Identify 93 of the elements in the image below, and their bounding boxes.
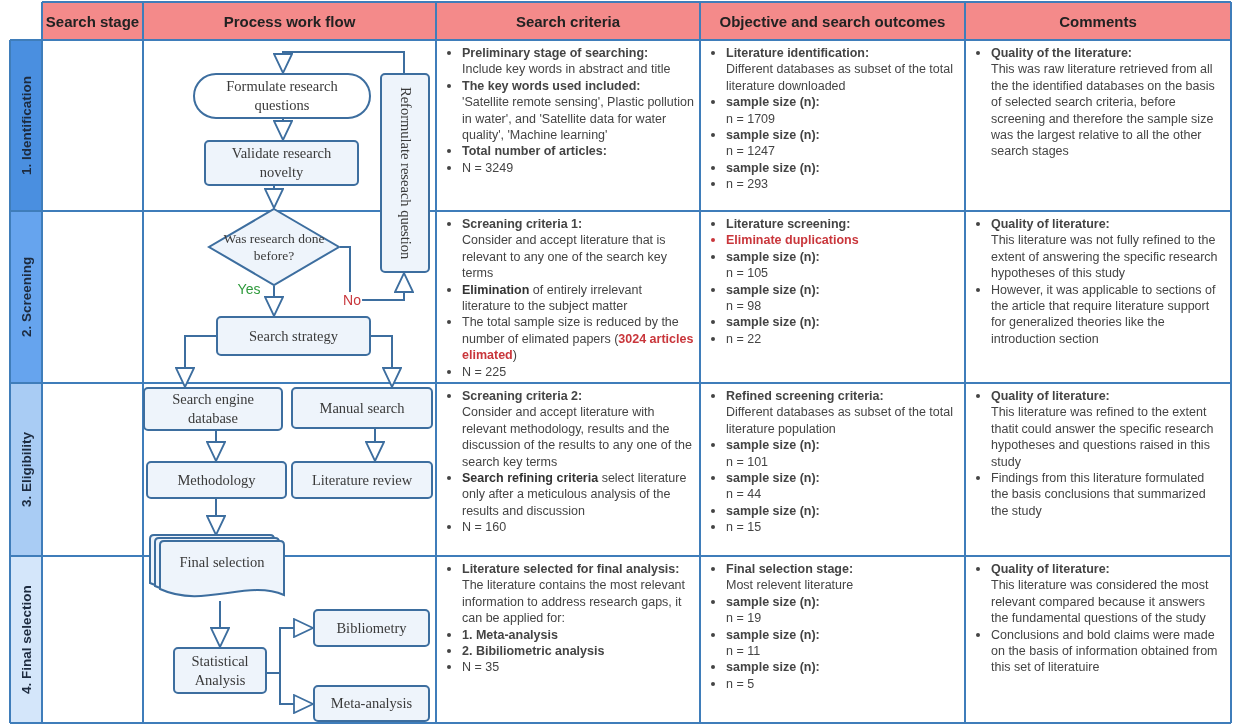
list-item: Search refining criteria select literature only after a meticulous analysis of the results and discussion (444, 470, 694, 520)
item-detail: This literature was considered the most relevant compared because it answers the fundamental questions of the study (990, 577, 1210, 627)
list-item: n = 22 (708, 330, 959, 348)
item-heading: sample size (n): (708, 94, 959, 111)
column-header: Process work flow (144, 3, 435, 39)
item-detail: n = 1709 (725, 110, 776, 128)
item-heading: sample size (n): (708, 314, 959, 331)
item-detail: n = 105 (725, 265, 770, 282)
item-heading: sample size (n): (708, 248, 959, 266)
arrow (266, 672, 314, 714)
stage-band: 1. Identification (11, 41, 41, 210)
arrow (206, 430, 226, 462)
item-heading: sample size (n): (708, 593, 959, 611)
process-box: Validate research novelty (204, 140, 359, 186)
item-heading: Screaning criteria 1: (444, 216, 694, 233)
item-detail: n = 44 (725, 486, 763, 503)
process-box: Manual search (291, 387, 433, 429)
column-header: Comments (966, 3, 1230, 39)
item-heading: sample size (n): (708, 437, 959, 454)
item-detail: This literature was not fully refined to the extent of answering the specific research hypotheses of this study (990, 232, 1219, 282)
edge-label: No (342, 292, 362, 308)
list-item: n = 5 (708, 675, 959, 693)
item-heading: 2. Bibiliometric analysis (444, 643, 694, 660)
item-detail: n = 101 (725, 453, 770, 471)
arrow (264, 185, 284, 209)
column-header: Search stage (43, 3, 142, 39)
item-heading: Screaning criteria 2: (444, 388, 694, 405)
stage-band: 4. Final selection (11, 557, 41, 722)
item-heading: Quality of the literature: (973, 45, 1225, 62)
stage-band: 2. Screening (11, 212, 41, 382)
list-item: N = 225 (444, 363, 694, 381)
item-detail: This literature was refined to the extent thatit could answer the specific research hypotheses and questions raised in this study (990, 404, 1215, 471)
item-heading: Quality of literature: (973, 216, 1225, 233)
item-heading: sample size (n): (708, 470, 959, 487)
item-heading: Quality of literature: (973, 388, 1225, 405)
item-detail: n = 11 (725, 643, 762, 660)
item-detail: Most relevent literature (725, 577, 855, 594)
process-box: Reformulate reseach question (380, 73, 430, 273)
item-heading: Preliminary stage of searching: (444, 45, 694, 62)
process-box: Meta-analysis (313, 685, 430, 722)
list-item: N = 35 (444, 659, 694, 676)
item-heading: Refined screening criteria: (708, 388, 959, 405)
arrow (365, 428, 385, 462)
item-heading: sample size (n): (708, 159, 959, 177)
list-item: Elimination of entirely irrelevant literature to the subject matter (444, 281, 694, 315)
list-item: Conclusions and bold claims were made on the basis of information obtained from this set of literatuire (973, 626, 1225, 676)
arrow (339, 246, 414, 301)
item-heading: sample size (n): (708, 127, 959, 144)
process-box: Bibliometry (313, 609, 430, 647)
arrow (264, 285, 284, 317)
item-heading: The key words used included: (444, 77, 694, 95)
arrow (206, 498, 226, 536)
edge-label: Yes (236, 281, 262, 297)
process-box: Literature review (291, 461, 433, 499)
item-detail: Include key words in abstract and title (461, 61, 672, 78)
item-heading: Literature identification: (708, 45, 959, 62)
item-heading: Quality of literature: (973, 561, 1225, 578)
item-heading: sample size (n): (708, 502, 959, 520)
column-header: Objective and search outcomes (701, 3, 964, 39)
item-heading: sample size (n): (708, 281, 959, 299)
item-detail: n = 19 (725, 610, 763, 627)
list-item: Findings from this literature formulated the basis conclusions that summarized the study (973, 470, 1225, 520)
arrow (273, 51, 405, 74)
item-heading: Final selection stage: (708, 561, 959, 578)
process-box: Statistical Analysis (173, 647, 267, 694)
item-detail: n = 98 (725, 298, 763, 315)
item-heading: Literature screening: (708, 216, 959, 233)
item-heading: Total number of articles: (444, 143, 694, 160)
list-item: N = 160 (444, 519, 694, 536)
arrow (210, 600, 230, 648)
column-header: Search criteria (437, 3, 699, 39)
item-detail: 'Satellite remote sensing', Plastic pollution in water', and 'Satellite data for water quality', 'Machine learning' (461, 94, 694, 144)
process-box: Search engine database (143, 387, 283, 431)
item-heading: sample size (n): (708, 659, 959, 676)
item-detail: n = 1247 (725, 143, 776, 160)
arrow (273, 118, 293, 141)
item-detail: The literature contains the most relevant information to address research gaps, it can be applied for: (461, 577, 687, 627)
list-item: The total sample size is reduced by the number of elimated papers (3024 articles elimated) (444, 314, 694, 364)
stage-band: 3. Eligibility (11, 384, 41, 555)
item-heading: Literature selected for final analysis: (444, 561, 694, 578)
item-detail: This was raw literature retrieved from all the the identified databases on the basis of selected search criteria, before screening and therefore the sample size was the largest relative to all the other search stages (990, 61, 1216, 160)
arrow (370, 335, 402, 388)
process-box: Search strategy (216, 316, 371, 356)
list-item: n = 293 (708, 176, 959, 193)
terminal-node: Formulate research questions (193, 73, 371, 119)
list-item: Eliminate duplications (708, 232, 959, 249)
list-item: N = 3249 (444, 159, 694, 177)
arrow (175, 335, 217, 388)
list-item: However, it was applicable to sections of the article that require literature support for generalized theories like the introduction section (973, 281, 1225, 348)
item-heading: sample size (n): (708, 626, 959, 644)
item-heading: 1. Meta-analysis (444, 626, 694, 644)
list-item: n = 15 (708, 519, 959, 536)
process-box: Methodology (146, 461, 287, 499)
